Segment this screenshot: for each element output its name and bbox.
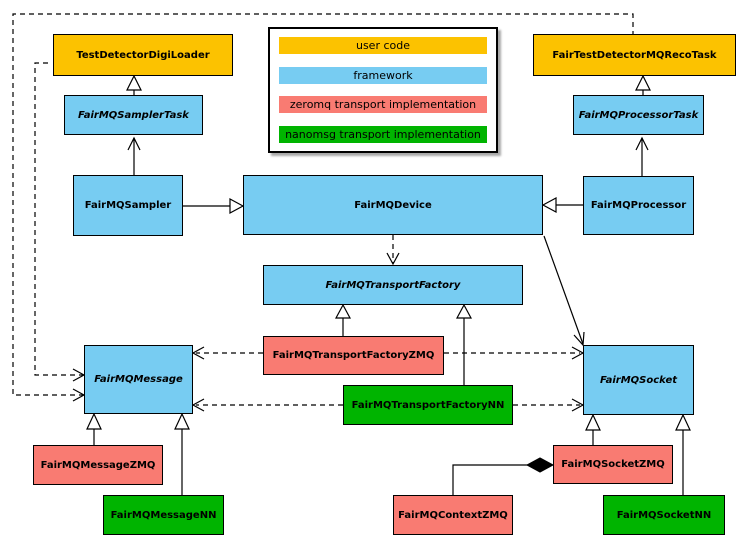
edge-sampler-to-samplertask — [127, 136, 141, 175]
open-arrowhead-icon — [191, 398, 205, 412]
edge-shaft — [452, 464, 528, 495]
edge-shaft — [34, 62, 84, 376]
hollow-triangle-icon — [455, 303, 473, 319]
hollow-triangle-icon — [229, 197, 245, 215]
node-test-detector-digi-loader: TestDetectorDigiLoader — [53, 34, 233, 76]
edge-device-to-factory — [386, 235, 400, 266]
edge-device-to-socket — [543, 235, 585, 347]
edge-factoryzmq-to-message — [191, 346, 263, 360]
legend-item-zeromq: zeromq transport implementation — [279, 96, 487, 114]
hollow-triangle-icon — [86, 412, 102, 430]
edge-messagezmq-to-message — [86, 412, 102, 445]
edge-processor-to-processortask — [635, 136, 649, 176]
hollow-triangle-icon — [675, 413, 691, 431]
edge-contextzmq-to-socketzmq — [452, 457, 555, 495]
node-fair-test-detector-mq-reco-task: FairTestDetectorMQRecoTask — [533, 34, 736, 76]
legend-item-nanomsg: nanomsg transport implementation — [279, 125, 487, 143]
edge-samplertask-to-digiloader — [126, 74, 142, 95]
edge-shaft — [543, 235, 584, 345]
edge-processor-to-device — [541, 196, 583, 214]
hollow-triangle-icon — [635, 74, 651, 91]
hollow-triangle-icon — [585, 413, 601, 431]
edge-processortask-to-recotask — [635, 74, 651, 95]
node-fairmq-message-nn: FairMQMessageNN — [103, 495, 224, 535]
open-arrowhead-icon — [191, 346, 205, 360]
node-fairmq-socket: FairMQSocket — [583, 345, 694, 415]
filled-diamond-icon — [525, 457, 555, 473]
open-arrowhead-icon — [127, 136, 141, 151]
node-fairmq-transport-factory-zmq: FairMQTransportFactoryZMQ — [263, 336, 444, 375]
node-fairmq-transport-factory-nn: FairMQTransportFactoryNN — [343, 385, 513, 425]
legend: user code framework zeromq transport imp… — [268, 27, 498, 153]
open-arrowhead-icon — [635, 136, 649, 151]
hollow-triangle-icon — [541, 196, 557, 214]
node-fairmq-message: FairMQMessage — [84, 345, 193, 414]
node-fairmq-transport-factory: FairMQTransportFactory — [263, 265, 523, 305]
edge-socketzmq-to-socket — [585, 413, 601, 445]
legend-item-framework: framework — [279, 66, 487, 84]
edge-sampler-to-device — [183, 197, 245, 215]
edge-messagenn-to-message — [174, 412, 190, 495]
hollow-triangle-icon — [126, 74, 142, 91]
edge-socketnn-to-socket — [675, 413, 691, 495]
open-arrowhead-icon — [386, 252, 400, 266]
node-fairmq-processor: FairMQProcessor — [583, 176, 694, 235]
node-fairmq-device: FairMQDevice — [243, 175, 543, 235]
edge-factorynn-to-message — [191, 398, 343, 412]
legend-item-user-code: user code — [279, 37, 487, 54]
hollow-triangle-icon — [334, 303, 352, 319]
hollow-triangle-icon — [174, 412, 190, 430]
edge-factoryzmq-to-factory — [334, 303, 352, 336]
edge-factoryzmq-to-socket — [444, 346, 585, 360]
node-fairmq-socket-zmq: FairMQSocketZMQ — [553, 445, 673, 484]
node-fairmq-context-zmq: FairMQContextZMQ — [393, 495, 513, 535]
edge-factorynn-to-socket — [513, 398, 585, 412]
node-fairmq-processor-task: FairMQProcessorTask — [573, 95, 704, 135]
node-fairmq-sampler: FairMQSampler — [73, 175, 183, 236]
node-fairmq-message-zmq: FairMQMessageZMQ — [33, 445, 163, 485]
edge-factorynn-to-factory — [455, 303, 473, 385]
node-fairmq-sampler-task: FairMQSamplerTask — [64, 95, 203, 135]
edge-shaft — [12, 13, 634, 396]
node-fairmq-socket-nn: FairMQSocketNN — [603, 495, 725, 535]
